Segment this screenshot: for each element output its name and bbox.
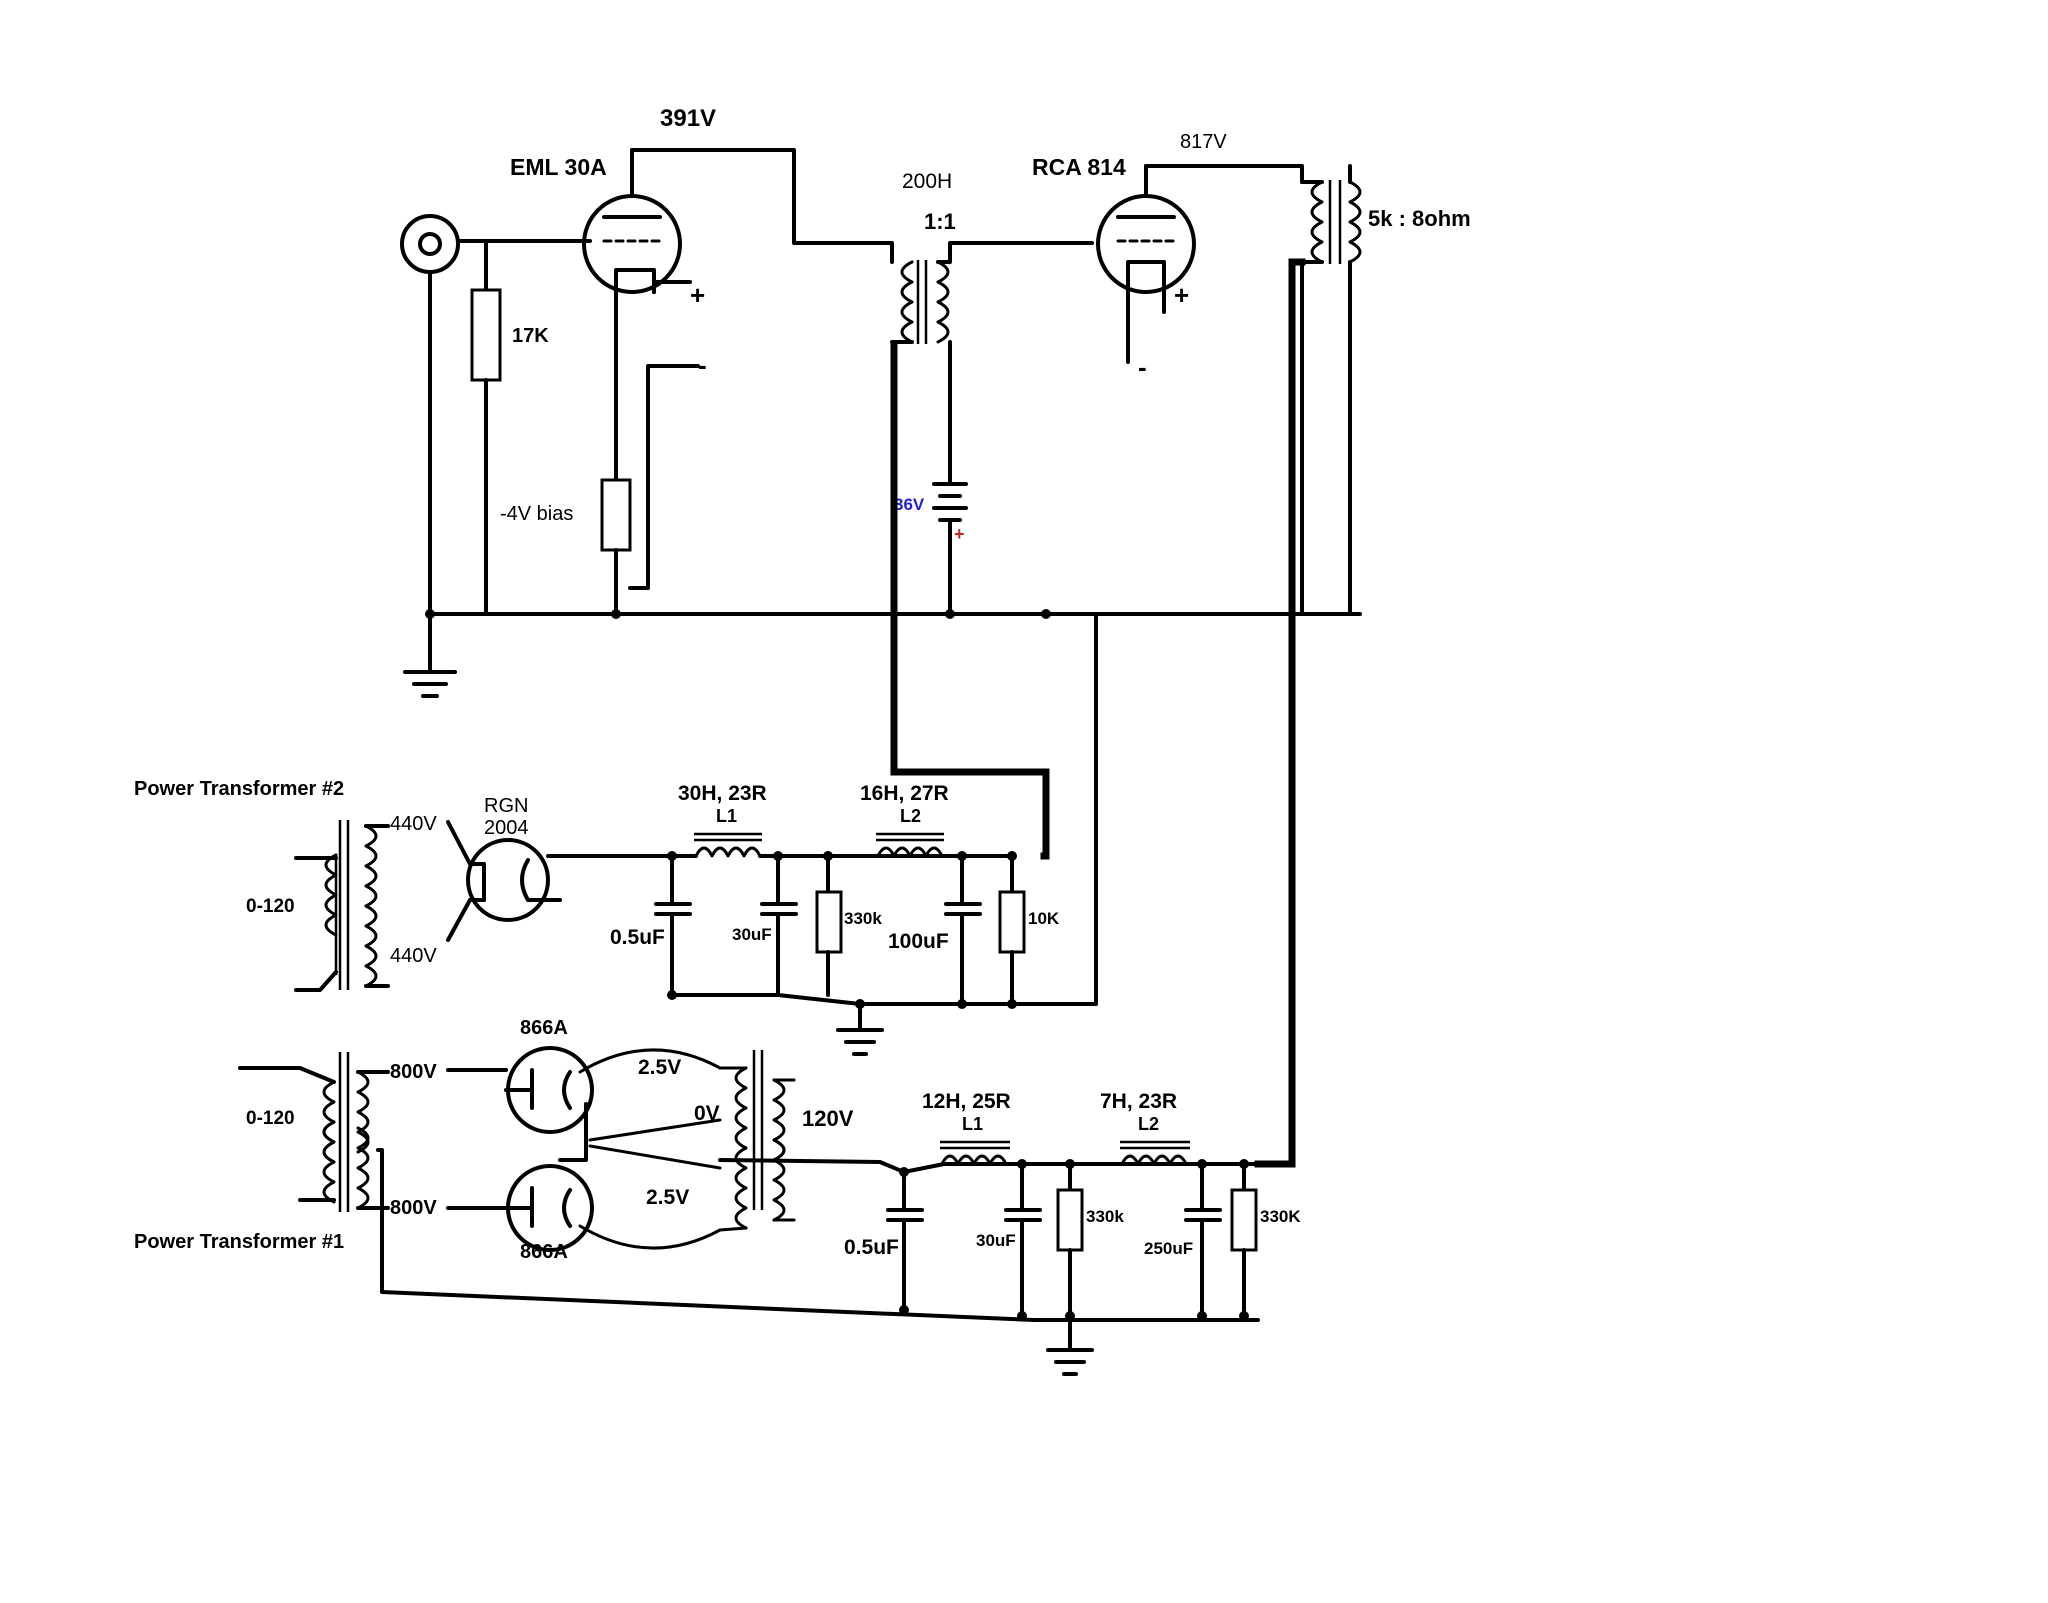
ground-symbol-icon bbox=[403, 670, 457, 698]
eml30a-plate-voltage: 391V bbox=[660, 105, 716, 132]
supply1-tube-bottom: 866A bbox=[520, 1241, 568, 1263]
rectifier-tube-icon bbox=[504, 1046, 594, 1134]
transformer-icon bbox=[900, 260, 950, 344]
battery-voltage: 36V bbox=[894, 495, 925, 514]
rectifier-line2: 2004 bbox=[484, 817, 529, 839]
resistor-icon bbox=[998, 890, 1026, 954]
battery-plus: + bbox=[954, 524, 965, 544]
rectifier-tube-icon bbox=[466, 838, 562, 922]
interstage-ratio: 1:1 bbox=[924, 209, 956, 234]
grid-resistor-label: 17K bbox=[512, 325, 549, 347]
supply1-secondary-bottom: 800V bbox=[390, 1197, 437, 1219]
supply2-primary: 0-120 bbox=[246, 896, 295, 917]
bias-label: -4V bias bbox=[500, 503, 573, 525]
eml30a-label: EML 30A bbox=[510, 154, 607, 180]
eml30a-plate-wire bbox=[630, 148, 894, 264]
supply1-l1-rating: 12H, 25R bbox=[922, 1090, 1011, 1113]
supply2-r1: 330k bbox=[844, 909, 882, 928]
supply2-bplus-feed bbox=[890, 340, 1050, 860]
supply2-r2: 10K bbox=[1028, 909, 1060, 928]
supply1-r2: 330K bbox=[1260, 1207, 1301, 1226]
supply1-filament-bottom: 2.5V bbox=[646, 1186, 689, 1209]
supply2-c2: 100uF bbox=[888, 930, 949, 953]
rca814-label: RCA 814 bbox=[1032, 154, 1126, 180]
supply2-title: Power Transformer #2 bbox=[134, 778, 344, 800]
supply2-l2-name: L2 bbox=[900, 806, 921, 826]
supply2-secondary-bottom: 440V bbox=[390, 945, 437, 967]
rca814-plate-wire bbox=[1144, 164, 1304, 198]
supply1-filament-primary: 120V bbox=[802, 1106, 854, 1131]
supply2-l1-name: L1 bbox=[716, 806, 737, 826]
supply1-tube-top: 866A bbox=[520, 1017, 568, 1039]
resistor-icon bbox=[1056, 1188, 1084, 1252]
supply1-ground-return bbox=[376, 1148, 1260, 1322]
eml30a-plus: + bbox=[690, 280, 705, 310]
resistor-icon bbox=[815, 890, 843, 954]
supply1-filament-top: 2.5V bbox=[638, 1056, 681, 1079]
ground-symbol-icon bbox=[836, 1028, 884, 1056]
supply1-c2: 250uF bbox=[1144, 1239, 1193, 1258]
transformer-icon bbox=[324, 820, 378, 990]
rectifier-tube-icon bbox=[504, 1164, 594, 1252]
supply1-l2-name: L2 bbox=[1138, 1114, 1159, 1134]
supply2-l2-rating: 16H, 27R bbox=[860, 782, 949, 805]
supply1-secondary-top: 800V bbox=[390, 1061, 437, 1083]
supply1-filament-center: 0V bbox=[694, 1102, 720, 1125]
inductor-icon bbox=[694, 846, 762, 858]
supply1-bplus-feed bbox=[1254, 258, 1306, 1168]
supply1-c-in: 0.5uF bbox=[844, 1236, 899, 1259]
supply2-c1: 30uF bbox=[732, 925, 772, 944]
supply1-primary: 0-120 bbox=[246, 1108, 295, 1129]
rectifier-line1: RGN bbox=[484, 795, 528, 817]
ground-symbol-icon bbox=[1046, 1348, 1094, 1376]
supply2-secondary-top: 440V bbox=[390, 813, 437, 835]
amplifier-section: 17K EML 30A -4V bias + - 391V 200H 1 bbox=[400, 105, 1471, 698]
transformer-icon bbox=[322, 1052, 370, 1212]
eml30a-minus: - bbox=[698, 350, 707, 380]
grid-resistor bbox=[470, 288, 502, 382]
supply1-l1-name: L1 bbox=[962, 1114, 983, 1134]
supply1-r1: 330k bbox=[1086, 1207, 1124, 1226]
battery-icon bbox=[932, 482, 968, 522]
transformer-icon bbox=[1310, 180, 1362, 264]
interstage-inductance: 200H bbox=[902, 170, 952, 193]
rca814-minus: - bbox=[1138, 352, 1147, 382]
supply2-l1-rating: 30H, 23R bbox=[678, 782, 767, 805]
bias-resistor bbox=[600, 478, 632, 552]
supply1-l2-rating: 7H, 23R bbox=[1100, 1090, 1177, 1113]
supply1-c1: 30uF bbox=[976, 1231, 1016, 1250]
supply1-title: Power Transformer #1 bbox=[134, 1231, 344, 1253]
power-supply-2: Power Transformer #2 0-120 440V 440V RGN… bbox=[134, 612, 1098, 1056]
power-supply-1: Power Transformer #1 0-120 800V 800V 866… bbox=[134, 1017, 1301, 1376]
rca814-plate-voltage: 817V bbox=[1180, 131, 1227, 153]
resistor-icon bbox=[1230, 1188, 1258, 1252]
rca814-plus: + bbox=[1174, 280, 1189, 310]
output-transformer-label: 5k : 8ohm bbox=[1368, 206, 1471, 231]
supply2-c-in: 0.5uF bbox=[610, 926, 665, 949]
transformer-icon bbox=[734, 1050, 786, 1230]
rca-input-jack-icon bbox=[400, 214, 460, 274]
